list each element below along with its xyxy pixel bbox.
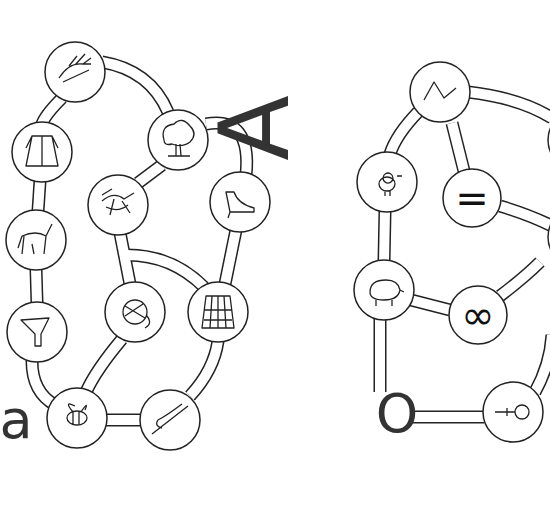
symbol-circle: ∞	[448, 285, 508, 345]
picture-circle	[357, 152, 417, 212]
road-edge	[36, 269, 37, 303]
picture-circle	[88, 175, 148, 235]
road-fill	[375, 318, 385, 392]
picture-circle	[7, 302, 67, 362]
road-fill	[36, 269, 37, 303]
picture-circle	[47, 388, 107, 448]
road-fill	[190, 341, 218, 396]
picture-circle	[548, 207, 550, 267]
picture-circle	[45, 42, 105, 102]
road-fill	[106, 415, 140, 425]
road-fill	[468, 92, 550, 118]
road-edge	[106, 414, 140, 427]
road-fill	[411, 300, 450, 310]
road-edge	[411, 300, 450, 310]
road-fill	[32, 361, 55, 405]
road-edge	[374, 318, 387, 392]
symbol-text: =	[442, 168, 502, 228]
board-letter: O	[376, 387, 419, 441]
road-fill	[42, 98, 62, 124]
picture-circle	[410, 62, 470, 122]
road-fill	[500, 262, 540, 296]
road-fill	[38, 181, 40, 211]
road-fill	[86, 339, 122, 392]
road-edge	[535, 335, 550, 392]
road-edge	[384, 211, 385, 262]
road-fill	[102, 62, 168, 112]
road-fill	[500, 206, 550, 226]
symbol-circle: =	[442, 168, 502, 228]
road-paths	[32, 62, 550, 420]
road-edge	[500, 206, 550, 226]
road-fill	[535, 335, 550, 392]
picture-circle	[148, 110, 208, 170]
picture-circle	[188, 282, 248, 342]
board-letter: A	[207, 95, 303, 161]
road-edge	[390, 112, 418, 154]
picture-circles	[6, 42, 550, 450]
road-fill	[138, 165, 162, 183]
road-edge	[225, 230, 236, 284]
road-edge	[410, 411, 484, 424]
road-edge	[102, 62, 168, 112]
road-edge	[38, 181, 40, 211]
picture-circle	[210, 172, 270, 232]
road-fill	[452, 123, 464, 171]
road-fill	[410, 412, 484, 422]
road-edge	[190, 341, 218, 396]
road-edge	[86, 339, 122, 392]
road-edge	[452, 123, 464, 171]
board-letter: a	[0, 393, 33, 447]
road-fill	[390, 112, 418, 154]
road-edge	[468, 92, 550, 118]
picture-circle	[548, 110, 550, 170]
road-fill	[225, 230, 236, 284]
picture-circle	[140, 390, 200, 450]
road-fill	[384, 211, 385, 262]
road-edge	[32, 361, 55, 405]
picture-circle	[483, 382, 543, 442]
road-edge	[42, 98, 62, 124]
picture-circle	[6, 210, 66, 270]
symbol-text: ∞	[448, 285, 508, 345]
picture-circle	[105, 282, 165, 342]
picture-circle	[12, 122, 72, 182]
picture-circle	[354, 260, 414, 320]
road-edge	[500, 262, 540, 296]
road-edge	[138, 165, 162, 183]
